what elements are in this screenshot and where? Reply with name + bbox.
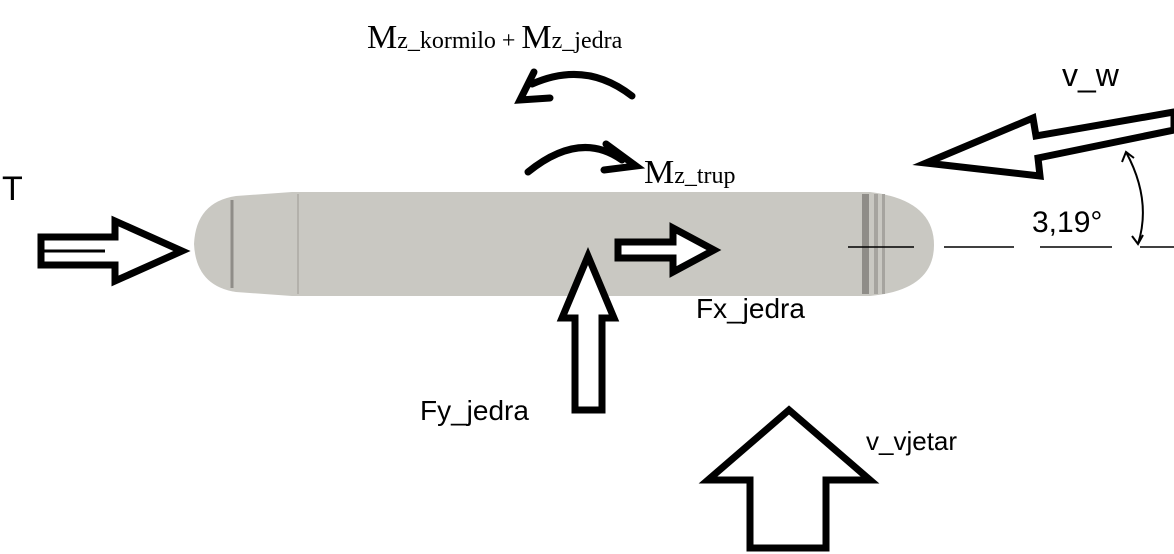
sail-force-x-arrow [614,222,722,278]
sail-force-x-label: Fx_jedra [696,293,805,324]
wind-velocity-arrow [912,108,1174,180]
hull-body [194,192,934,296]
thrust-label: T [2,170,23,208]
rudder-sail-moment-arrow [514,68,636,104]
hull-band-bow-2 [874,194,878,294]
true-wind-arrow [698,405,880,552]
wind-angle-label: 3,19° [1032,206,1102,239]
true-wind-label: v_vjetar [866,426,957,456]
sail-force-y-label: Fy_jedra [420,395,529,426]
rudder-sail-moment-label: Mz_kormilo + Mz_jedra [367,19,623,56]
wind-velocity-label: v_w [1062,57,1120,93]
wind-angle-arc [1121,150,1144,246]
hull [194,192,934,296]
hull-moment-arrow [524,140,646,176]
hull-moment-label: Mz_trup [644,154,736,191]
sail-force-y-arrow [556,246,620,414]
hull-band-bow-1 [862,194,869,294]
thrust-arrow [37,215,191,287]
hull-band-bow-3 [882,194,885,294]
